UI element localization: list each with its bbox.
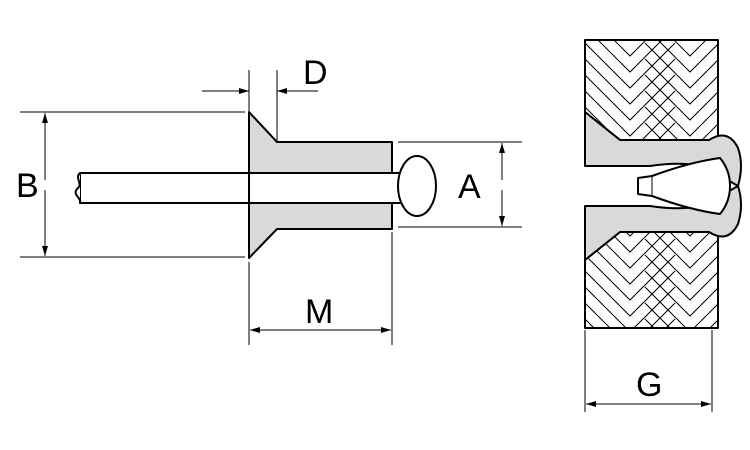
mandrel-break-end (74, 172, 82, 204)
hatch-line (644, 106, 718, 148)
rivet-set-section (584, 39, 742, 329)
rivet-body-top (248, 111, 393, 174)
label-m: M (305, 293, 333, 331)
dimension-b: B (16, 111, 245, 258)
hatching-bottom (585, 224, 718, 328)
hatch-line (644, 122, 718, 148)
dimension-d: D (202, 54, 328, 142)
mandrel-head (397, 155, 437, 217)
hatch-line (644, 42, 718, 89)
hatching-top (585, 40, 718, 148)
dimension-a: A (398, 141, 522, 228)
hatch-line (644, 90, 718, 137)
set-rivet-bottom (584, 185, 742, 261)
dimension-m: M (248, 232, 393, 345)
hatch-line (644, 302, 718, 328)
hatch-line (644, 238, 718, 285)
label-b: B (16, 167, 39, 205)
hatch-line (644, 224, 718, 253)
hatch-line (644, 40, 718, 41)
label-a: A (458, 168, 481, 206)
hatch-line (585, 40, 676, 57)
hatch-line (644, 224, 718, 237)
mandrel-remnant (637, 157, 731, 215)
hatch-line (644, 254, 718, 301)
hatch-line (644, 40, 718, 57)
hatch-line (644, 224, 718, 269)
hatch-line (644, 74, 718, 121)
label-g: G (636, 366, 662, 404)
rivet-body-bottom (248, 202, 393, 259)
hatch-line (644, 286, 718, 328)
hatch-line (585, 40, 676, 41)
set-rivet-top (584, 111, 742, 187)
rivet-unset (74, 111, 437, 259)
dimension-g: G (584, 330, 713, 412)
hatch-line (644, 58, 718, 105)
hatch-line (644, 270, 718, 317)
hatch-line (585, 224, 676, 253)
hatch-line (644, 40, 718, 73)
hatch-line (585, 224, 676, 237)
label-d: D (303, 54, 328, 92)
